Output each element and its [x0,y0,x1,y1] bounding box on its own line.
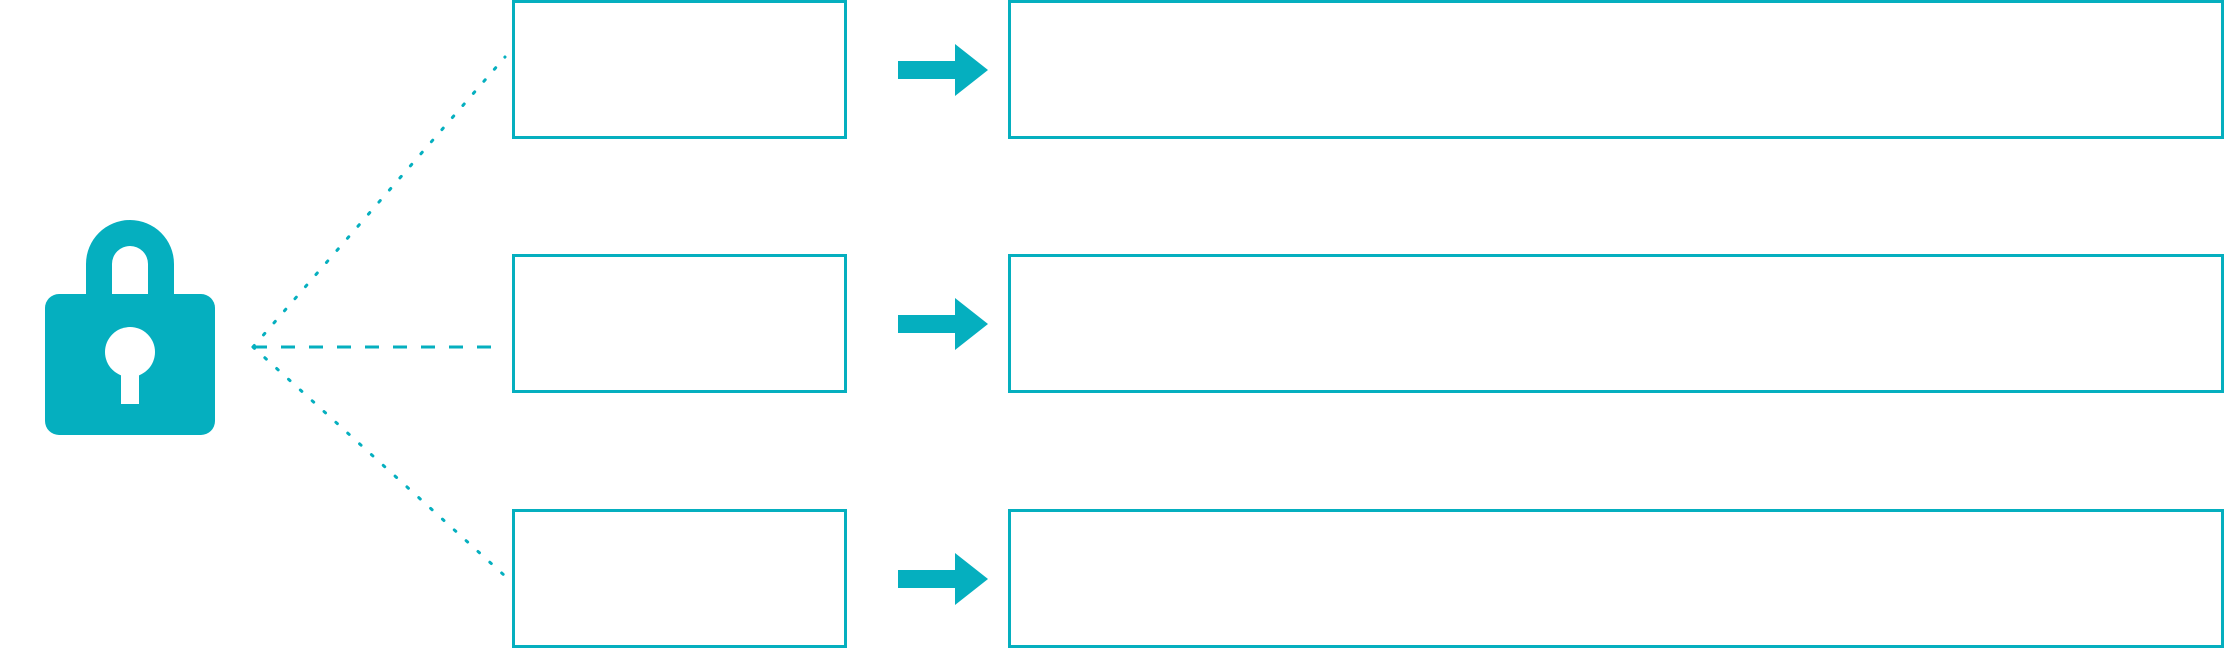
row-2-arrow [898,298,988,350]
row-1-large-box-text [1011,3,2221,23]
row-3-small-box-text [515,512,844,532]
row-2-small-box-text [515,257,844,277]
right-arrow-icon [898,553,988,605]
row-1-small-box-text [515,3,844,23]
diagram-row-2 [0,254,2229,396]
row-1-arrow [898,44,988,96]
right-arrow-icon [898,44,988,96]
row-2-small-box[interactable] [512,254,847,393]
lock-icon [45,220,215,435]
row-2-large-box-text [1011,257,2221,277]
row-1-small-box[interactable] [512,0,847,139]
row-1-large-box[interactable] [1008,0,2224,139]
lock-source-node [40,212,220,440]
row-3-arrow [898,553,988,605]
diagram-row-3 [0,509,2229,651]
diagram-row-1 [0,0,2229,142]
row-3-large-box[interactable] [1008,509,2224,648]
right-arrow-icon [898,298,988,350]
row-3-large-box-text [1011,512,2221,532]
row-2-large-box[interactable] [1008,254,2224,393]
row-3-small-box[interactable] [512,509,847,648]
